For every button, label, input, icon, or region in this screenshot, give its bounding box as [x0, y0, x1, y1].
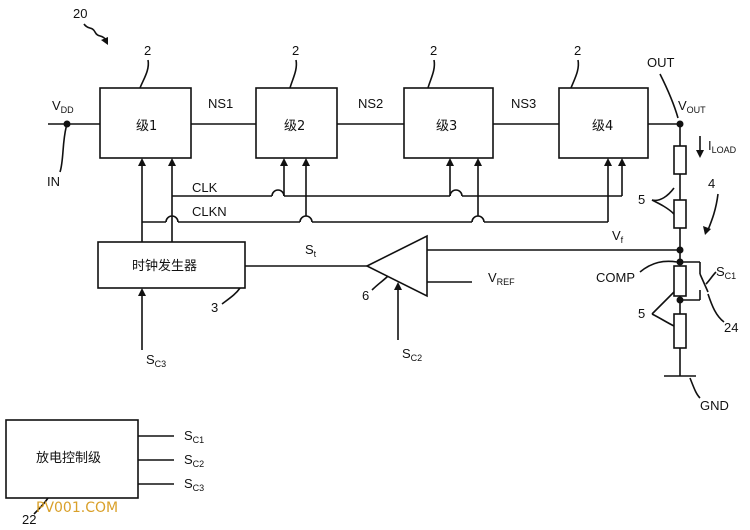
resistor-r1: [673, 145, 687, 175]
clock-generator-box: [97, 241, 246, 289]
clkn-jump-3: [471, 215, 485, 223]
stage-1-clkn-arrow: [138, 158, 146, 166]
vdd-label: VDD: [52, 98, 74, 115]
stage-3-label: 级3: [436, 119, 457, 134]
resistor-upper-leader-b: [651, 199, 675, 215]
st-label: St: [305, 242, 317, 259]
stage-4-clkn-arrow: [604, 158, 612, 166]
stage-3-clk-arrow: [446, 158, 454, 166]
resistor-lower-ref: 5: [638, 306, 645, 321]
stage-3: 级3 2: [403, 43, 494, 159]
stage-4-box: [558, 87, 649, 159]
stage-4-label: 级4: [592, 119, 613, 134]
discharge-sc1-label: SC1: [184, 428, 204, 445]
stage-4-ref-leader: [570, 59, 580, 89]
clock-gen-sc3-label: SC3: [146, 352, 166, 369]
iload-label: ILOAD: [708, 138, 737, 155]
clk-jump-1: [271, 189, 285, 197]
clock-generator-label: 时钟发生器: [132, 258, 197, 274]
switch-ref: 24: [724, 320, 738, 335]
gnd-leader: [689, 377, 701, 399]
divider-ref-leader: [707, 193, 719, 231]
stage-1-ref-leader: [139, 59, 150, 89]
vref-label: VREF: [488, 270, 515, 287]
discharge-sc3-label: SC3: [184, 476, 204, 493]
comp-leader: [639, 260, 678, 273]
vf-label: Vf: [612, 228, 624, 245]
clock-generator-ref: 3: [211, 300, 218, 315]
clkn-jump-2: [299, 215, 313, 223]
switch-sc1-leader: [705, 271, 717, 285]
resistor-upper-leader-a: [651, 187, 675, 202]
switch-ref-leader: [707, 293, 725, 323]
in-leader: [59, 123, 68, 173]
stage-3-ref: 2: [430, 43, 437, 58]
stage-3-clkn-arrow: [474, 158, 482, 166]
figure-ref-arrow: [83, 23, 107, 41]
resistor-lower-leader-a: [651, 291, 675, 315]
stage-1-label: 级1: [136, 119, 157, 134]
figure-number: 20: [73, 6, 87, 21]
sc2-input-arrow: [394, 282, 402, 290]
vout-label: VOUT: [678, 98, 706, 115]
stage-1-box: [99, 87, 192, 159]
ns1-label: NS1: [208, 96, 233, 111]
sc3-input-arrow: [138, 288, 146, 296]
figure-ref-arrowhead: [101, 37, 108, 45]
out-label: OUT: [647, 55, 675, 70]
resistor-r3: [673, 265, 687, 297]
stage-2-label: 级2: [284, 119, 305, 134]
resistor-upper-ref: 5: [638, 192, 645, 207]
switch-sc1-label: SC1: [716, 264, 736, 281]
stage-1: 级1 2: [99, 43, 192, 159]
switch-blade: [699, 273, 709, 293]
iload-arrowhead: [696, 150, 704, 158]
ns3-label: NS3: [511, 96, 536, 111]
stage-3-ref-leader: [427, 59, 436, 89]
divider-ref-arrowhead: [703, 226, 711, 235]
resistor-r2: [673, 199, 687, 229]
stage-3-box: [403, 87, 494, 159]
clkn-label: CLKN: [192, 204, 227, 219]
ns2-label: NS2: [358, 96, 383, 111]
resistor-lower-leader-b: [651, 313, 675, 327]
discharge-control-ref-leader: [33, 497, 49, 515]
clk-jump-2: [449, 189, 463, 197]
stage-2-box: [255, 87, 338, 159]
watermark: PV001.COM: [36, 500, 118, 516]
comparator-ref: 6: [362, 288, 369, 303]
clock-generator-ref-leader: [221, 287, 241, 305]
discharge-control-box: [5, 419, 139, 499]
stage-1-ref: 2: [144, 43, 151, 58]
discharge-control-ref: 22: [22, 512, 36, 527]
discharge-control-label: 放电控制级: [36, 451, 101, 466]
stage-2-ref: 2: [292, 43, 299, 58]
stage-2-clkn-arrow: [302, 158, 310, 166]
comparator-sc2-label: SC2: [402, 346, 422, 363]
in-label: IN: [47, 174, 60, 189]
gnd-label: GND: [700, 398, 729, 413]
comparator-ref-leader: [371, 275, 389, 291]
stage-4: 级4 2: [558, 43, 649, 159]
out-leader: [659, 73, 679, 119]
comparator-triangle: [365, 234, 428, 298]
stage-1-clk-arrow: [168, 158, 176, 166]
comp-label: COMP: [596, 270, 635, 285]
clock-taps: [138, 158, 626, 242]
stage-4-ref: 2: [574, 43, 581, 58]
discharge-sc2-label: SC2: [184, 452, 204, 469]
clk-label: CLK: [192, 180, 218, 195]
resistor-r4: [673, 313, 687, 349]
stage-2-clk-arrow: [280, 158, 288, 166]
stage-2-ref-leader: [289, 59, 298, 89]
stage-2: 级2 2: [255, 43, 338, 159]
divider-ref: 4: [708, 176, 715, 191]
stage-4-clk-arrow: [618, 158, 626, 166]
